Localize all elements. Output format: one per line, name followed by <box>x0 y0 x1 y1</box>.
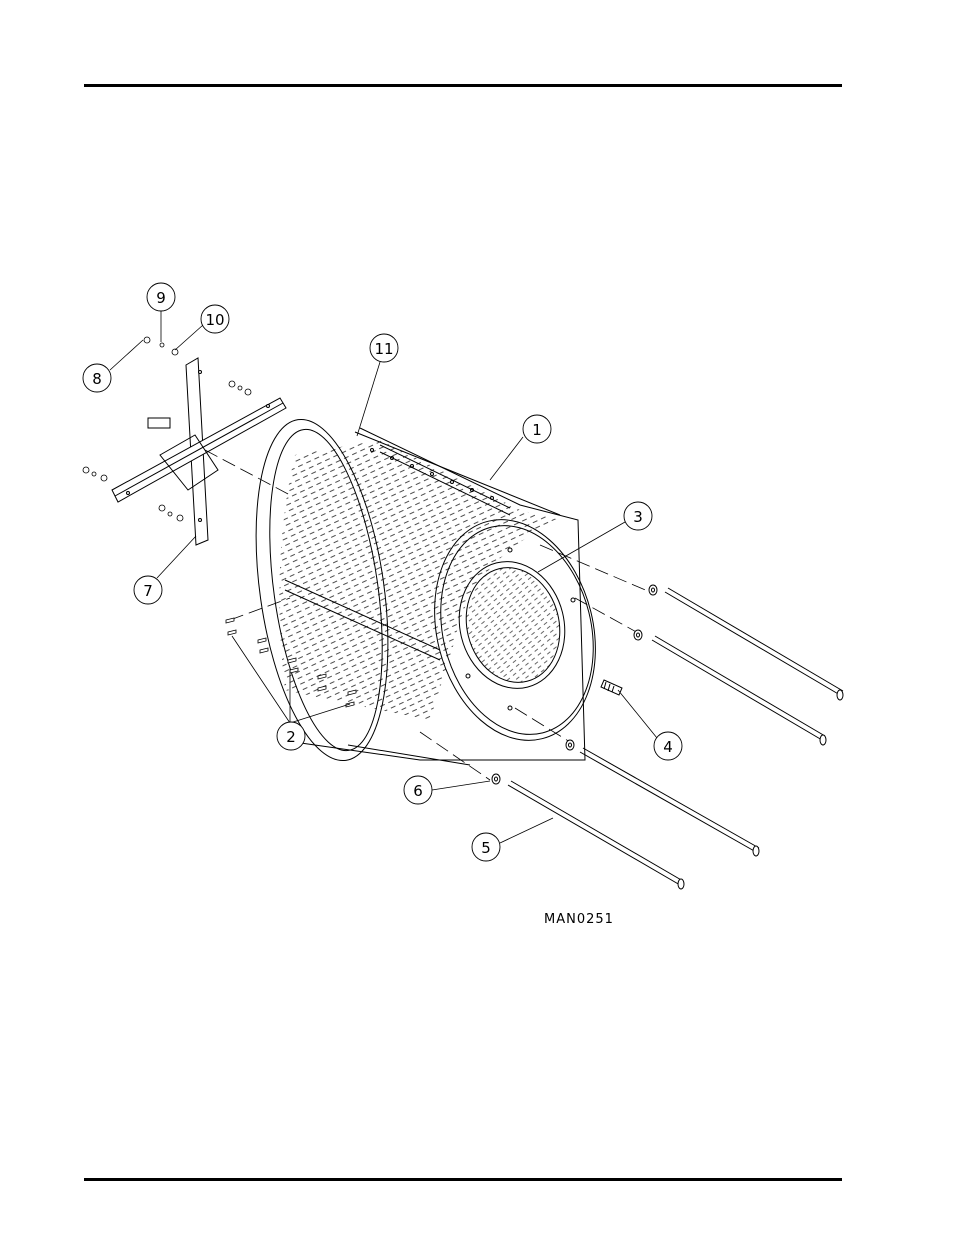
drawing-code: MAN0251 <box>544 912 614 927</box>
callout-5-label: 5 <box>481 839 491 857</box>
callout-10-label: 10 <box>205 311 224 329</box>
callout-3-label: 3 <box>633 508 643 526</box>
callout-11-label: 11 <box>374 340 393 358</box>
spider-frame <box>112 358 286 545</box>
hinge-screw <box>601 680 622 695</box>
callout-4-label: 4 <box>663 738 673 756</box>
drum-cylinder <box>237 411 618 769</box>
callout-9-label: 9 <box>156 289 166 307</box>
callout-1-label: 1 <box>532 421 542 439</box>
callout-2-label: 2 <box>286 728 296 746</box>
callout-7-label: 7 <box>143 582 153 600</box>
callout-8-label: 8 <box>92 370 102 388</box>
callout-6-label: 6 <box>413 782 423 800</box>
